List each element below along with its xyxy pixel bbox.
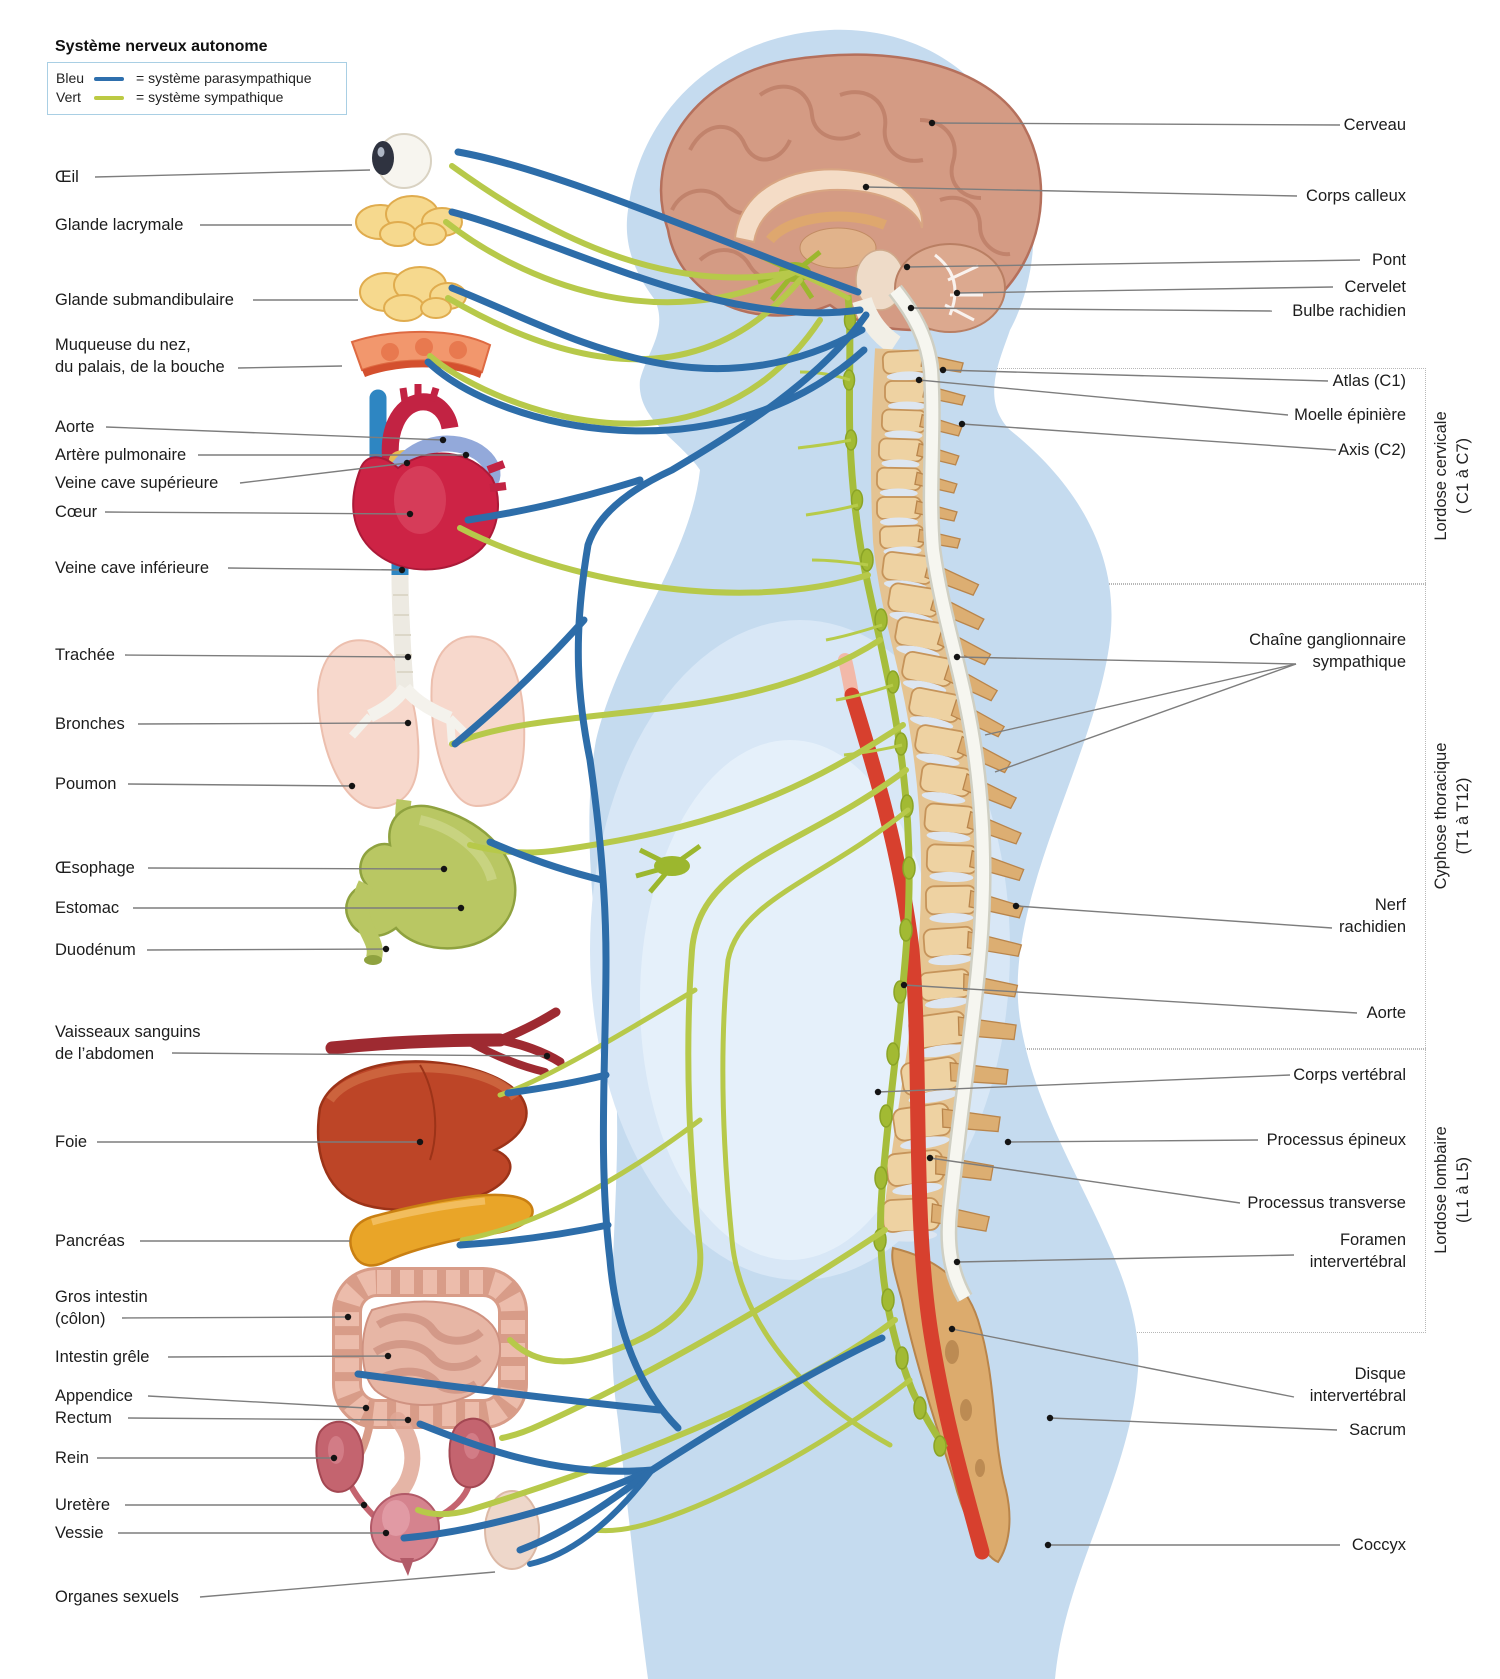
rectum-organ <box>390 1412 421 1502</box>
sympathetic-chain <box>635 250 948 1457</box>
trachea-organ <box>349 574 473 745</box>
leader-lines-left <box>94 169 548 1598</box>
label-glande-lacrymale: Glande lacrymale <box>55 216 184 234</box>
label-glande-submandibulaire: Glande submandibulaire <box>55 291 234 309</box>
parasympathetic-nerves <box>354 148 886 1567</box>
legend-color-name: Bleu <box>56 70 85 86</box>
label-axis-c2: Axis (C2) <box>1338 441 1406 459</box>
label-estomac: Estomac <box>55 899 120 917</box>
bladder-organ <box>370 1493 440 1576</box>
label-rectum: Rectum <box>55 1409 112 1427</box>
label-cyphose-thoracique: Cyphose thoracique (T1 à T12) <box>1432 742 1472 890</box>
label-aorte-droite: Aorte <box>1366 1004 1406 1022</box>
mucosa-organ <box>350 330 492 378</box>
legend-color-name: Vert <box>56 89 81 105</box>
label-poumon: Poumon <box>55 775 117 793</box>
label-gros-intestin: Gros intestin (côlon) <box>55 1288 148 1328</box>
legend-row-sympathique: Vert = système sympathique <box>56 88 336 107</box>
lacrimal-gland-organ <box>355 195 463 247</box>
brain-illustration <box>659 53 1043 354</box>
label-nerf-rachidien: Nerf rachidien <box>1339 896 1406 936</box>
label-trachee: Trachée <box>55 646 115 664</box>
label-uretere: Uretère <box>55 1496 111 1514</box>
label-pont: Pont <box>1372 251 1406 269</box>
leader-dots <box>330 119 1054 1549</box>
submandibular-gland-organ <box>359 266 467 322</box>
label-rein: Rein <box>55 1449 89 1467</box>
bracket-lordose-lombaire <box>958 1048 1426 1333</box>
abdominal-vessels-organ <box>325 1007 565 1076</box>
small-intestine-organ <box>361 1300 501 1407</box>
label-cervelet: Cervelet <box>1344 278 1406 296</box>
label-appendice: Appendice <box>55 1387 133 1405</box>
legend-row-parasympathique: Bleu = système parasympathique <box>56 69 336 88</box>
legend-desc: = système sympathique <box>136 89 284 105</box>
large-intestine-organ <box>332 1267 528 1502</box>
bracket-lordose-cervicale <box>958 368 1426 585</box>
label-foramen-intervertebral: Foramen intervertébral <box>1309 1231 1406 1271</box>
legend-box: Bleu = système parasympathique Vert = sy… <box>47 62 347 115</box>
organs <box>315 133 565 1576</box>
parasympathetic-line-swatch-icon <box>94 76 124 81</box>
label-veine-cave-inferieure: Veine cave inférieure <box>55 559 210 577</box>
label-processus-transverse: Processus transverse <box>1247 1194 1406 1212</box>
label-chaine-ganglionnaire: Chaîne ganglionnaire sympathique <box>1249 631 1406 671</box>
label-organes-sexuels: Organes sexuels <box>55 1588 179 1606</box>
label-bulbe-rachidien: Bulbe rachidien <box>1292 302 1406 320</box>
label-coccyx: Coccyx <box>1351 1536 1406 1554</box>
label-sacrum: Sacrum <box>1349 1421 1406 1439</box>
kidney-left <box>315 1420 364 1493</box>
lungs-organ <box>316 635 526 810</box>
sympathetic-nerves <box>415 163 913 1534</box>
label-corps-calleux: Corps calleux <box>1306 187 1406 205</box>
stomach-organ <box>345 799 517 965</box>
label-muqueuse: Muqueuse du nez, du palais, de la bouche <box>55 336 225 376</box>
label-aorte-gauche: Aorte <box>55 418 95 436</box>
sex-organs-organ <box>484 1490 540 1570</box>
label-lordose-cervicale: Lordose cervicale ( C1 à C7) <box>1432 411 1472 541</box>
label-corps-vertebral: Corps vertébral <box>1293 1066 1406 1084</box>
label-cerveau: Cerveau <box>1343 116 1406 134</box>
superior-cervical-ganglion <box>757 250 822 302</box>
label-coeur: Cœur <box>55 503 98 521</box>
label-vessie: Vessie <box>55 1524 104 1542</box>
label-lordose-lombaire: Lordose lombaire (L1 à L5) <box>1432 1126 1472 1254</box>
ureter-right <box>434 1481 473 1521</box>
label-artere-pulmonaire: Artère pulmonaire <box>55 446 187 464</box>
label-bronches: Bronches <box>55 715 125 733</box>
label-atlas-c1: Atlas (C1) <box>1332 372 1406 390</box>
label-oeil: Œil <box>55 168 79 186</box>
label-moelle-epiniere: Moelle épinière <box>1294 406 1406 424</box>
heart-organ <box>352 384 507 584</box>
sympathetic-line-swatch-icon <box>94 95 124 100</box>
ureter-left <box>347 1482 395 1540</box>
label-intestin-grele: Intestin grêle <box>55 1348 150 1366</box>
appendix-organ <box>356 1418 374 1458</box>
label-veine-cave-superieure: Veine cave supérieure <box>55 474 219 492</box>
label-foie: Foie <box>55 1133 88 1151</box>
label-vaisseaux-sanguins: Vaisseaux sanguins de l’abdomen <box>55 1023 201 1063</box>
label-disque-intervertebral: Disque intervertébral <box>1309 1365 1406 1405</box>
label-processus-epineux: Processus épineux <box>1266 1131 1406 1149</box>
label-oesophage: Œsophage <box>55 859 135 877</box>
kidneys-organ <box>315 1417 496 1540</box>
diagram-title: Système nerveux autonome <box>55 38 268 55</box>
celiac-ganglion <box>635 843 702 894</box>
label-duodenum: Duodénum <box>55 941 136 959</box>
eye-organ <box>372 133 432 189</box>
kidney-right <box>448 1417 496 1489</box>
liver-organ <box>316 1060 528 1211</box>
legend-desc: = système parasympathique <box>136 70 312 86</box>
label-pancreas: Pancréas <box>55 1232 125 1250</box>
pancreas-organ <box>349 1193 534 1267</box>
